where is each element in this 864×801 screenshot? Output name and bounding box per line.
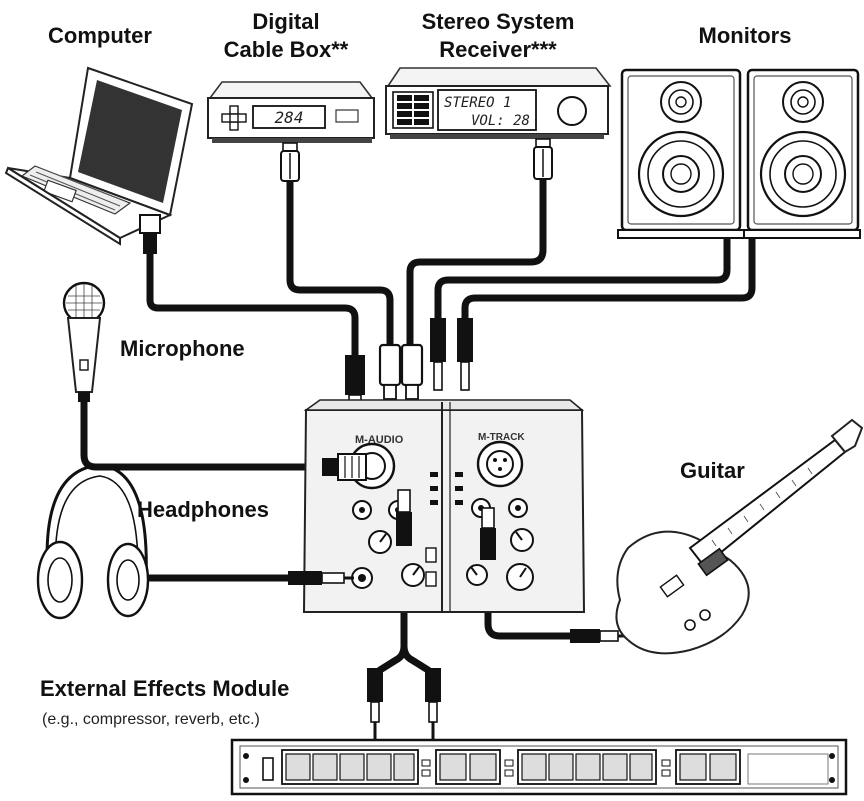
mic-xlr-plug — [322, 453, 367, 481]
guitar-label: Guitar — [680, 458, 745, 483]
monitor-plug-right — [457, 318, 473, 362]
receiver-display-line2: VOL: 28 — [471, 113, 530, 129]
cable-box: 284 — [207, 81, 375, 143]
cable-box-channel: 284 — [275, 108, 304, 127]
effects-jacks — [281, 749, 829, 785]
usb-plug — [139, 214, 161, 254]
usb-cable — [146, 246, 359, 364]
cables — [80, 176, 756, 704]
cable-box-label-line1: Digital — [252, 9, 319, 34]
cable-box-rca-cable — [286, 176, 394, 349]
cable-box-label-line2: Cable Box** — [224, 37, 349, 62]
microphone-cable — [80, 386, 334, 471]
receiver-buttons — [392, 91, 434, 129]
cable-box-display — [252, 105, 326, 129]
laptop — [4, 66, 194, 246]
computer-label: Computer — [48, 23, 152, 48]
headphones — [36, 463, 150, 620]
electric-guitar — [615, 418, 864, 655]
rca-plug-right — [400, 343, 424, 387]
receiver-label-line1: Stereo System — [422, 9, 575, 34]
effects-plugs — [367, 668, 441, 740]
headphone-plug — [288, 571, 354, 585]
monitor-plug-left — [430, 318, 446, 362]
effects-module-sublabel: (e.g., compressor, reverb, etc.) — [42, 711, 260, 728]
cable-box-rca-plug — [280, 142, 300, 182]
monitor-left-cable — [434, 234, 731, 324]
rca-plug-left — [378, 343, 402, 387]
monitors-label: Monitors — [699, 23, 792, 48]
stereo-receiver: STEREO 1 VOL: 28 — [385, 67, 612, 139]
interface-brand-right: M-TRACK — [478, 432, 525, 443]
guitar-plug-interface — [480, 507, 496, 560]
monitor-right-cable — [461, 234, 756, 324]
labels: Computer Digital Cable Box** Stereo Syst… — [40, 9, 791, 728]
interface-brand-left: M-AUDIO — [355, 434, 404, 446]
receiver-rca-cable — [406, 176, 547, 349]
dpad-icon — [221, 105, 247, 131]
effects-module — [230, 738, 848, 796]
monitor-left — [617, 68, 745, 239]
headphones-label: Headphones — [137, 497, 269, 522]
receiver-display-line1: STEREO 1 — [444, 95, 511, 111]
effects-module-label: External Effects Module — [40, 676, 289, 701]
receiver-rca-plug — [533, 138, 553, 180]
insert-plug — [396, 489, 412, 546]
receiver-display — [437, 89, 537, 131]
microphone-label: Microphone — [120, 336, 245, 361]
usb-plug-interface — [345, 355, 365, 395]
receiver-label-line2: Receiver*** — [439, 37, 557, 62]
microphone — [62, 281, 106, 402]
monitor-right — [743, 68, 861, 239]
guitar-cable — [484, 526, 612, 640]
receiver-volume-knob — [557, 96, 587, 126]
audio-interface: M-AUDIO M-TRACK — [302, 399, 586, 613]
